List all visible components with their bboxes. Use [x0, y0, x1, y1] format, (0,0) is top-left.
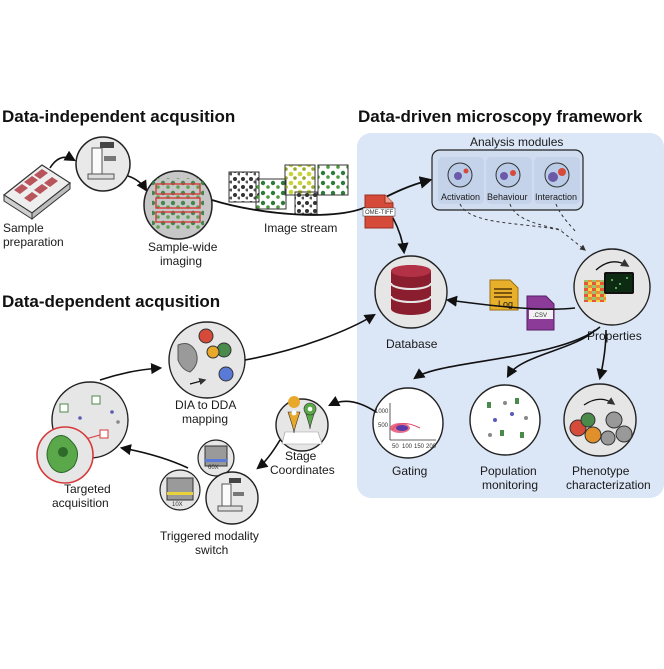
svg-text:.CSV: .CSV — [533, 313, 547, 319]
gating-plot-icon: 1000 500 50 100 150 200 — [372, 387, 444, 459]
arrow-to-phenotype — [596, 329, 608, 381]
arrow-to-population — [506, 329, 596, 378]
arrow-prep-to-scope — [49, 150, 76, 169]
arrow-targeted-to-mapping — [99, 363, 163, 381]
population-label: Population — [480, 464, 537, 478]
svg-text:Interaction: Interaction — [535, 192, 577, 202]
stage-coordinates-icon — [275, 396, 329, 452]
arrow-properties-to-db — [445, 295, 576, 310]
module-interaction: Interaction — [534, 157, 580, 204]
switch-label: Triggered modality — [160, 529, 259, 543]
ome-tiff-file-icon: OME-TIFF — [362, 194, 396, 229]
svg-text:OME-TIFF: OME-TIFF — [365, 210, 394, 216]
image-stream-label: Image stream — [264, 221, 337, 235]
database-icon — [374, 255, 448, 329]
arrow-file-to-db — [392, 217, 409, 255]
dashed-arrow-modules-3 — [555, 203, 577, 233]
dia-dda-mapping-icon — [168, 321, 246, 399]
stage-label: Stage — [285, 449, 317, 463]
dda-section-title: Data-dependent acqusition — [2, 292, 220, 311]
sample-slide-icon — [2, 164, 72, 221]
stage-label-2: Coordinates — [270, 463, 335, 477]
imaging-label-2: imaging — [160, 254, 202, 268]
svg-text:100: 100 — [402, 444, 413, 450]
svg-text:60X: 60X — [208, 465, 219, 471]
mapping-label: DIA to DDA — [175, 398, 236, 412]
dashed-arrow-modules-2 — [509, 203, 563, 231]
svg-text:Log: Log — [498, 299, 513, 309]
targeted-label-2: acquisition — [52, 496, 109, 510]
population-label-2: monitoring — [482, 478, 538, 492]
arrow-gating-to-stage — [327, 395, 377, 413]
properties-label: Properties — [587, 329, 642, 343]
sample-prep-label-2: preparation — [3, 235, 64, 249]
database-label: Database — [386, 337, 438, 351]
dia-section-title: Data-independent acqusition — [2, 107, 235, 126]
svg-text:150: 150 — [414, 444, 425, 450]
image-stream-tiles — [228, 164, 349, 215]
population-monitoring-icon — [469, 384, 541, 456]
arrow-mapping-to-db — [244, 313, 376, 361]
arrow-stream — [211, 176, 433, 216]
phenotype-icon — [563, 383, 637, 457]
arrow-to-gating — [413, 326, 601, 380]
svg-text:1000: 1000 — [375, 409, 389, 415]
objective-10x-icon: 10X — [159, 469, 201, 511]
arrow-scope-to-imaging — [127, 175, 148, 192]
arrow-stage-to-switch — [256, 439, 281, 470]
svg-text:Behaviour: Behaviour — [487, 192, 528, 202]
phenotype-label: Phenotype — [572, 464, 630, 478]
targeted-label: Targeted — [64, 482, 111, 496]
svg-text:50: 50 — [392, 444, 399, 450]
mapping-label-2: mapping — [182, 412, 228, 426]
svg-text:500: 500 — [378, 423, 389, 429]
framework-section-title: Data-driven microscopy framework — [358, 107, 643, 126]
sample-wide-imaging-icon — [143, 170, 213, 240]
csv-file-icon: .CSV — [526, 295, 555, 331]
microscope-icon — [75, 136, 131, 192]
properties-icon — [573, 248, 651, 326]
gating-label: Gating — [392, 464, 427, 478]
module-activation: Activation — [438, 157, 484, 204]
targeted-acquisition-icon — [36, 381, 129, 484]
switch-label-2: switch — [195, 543, 228, 557]
module-behaviour: Behaviour — [486, 157, 532, 204]
imaging-label: Sample-wide — [148, 240, 218, 254]
microscope-2-icon — [205, 471, 259, 525]
analysis-modules-title: Analysis modules — [470, 135, 563, 149]
dashed-arrow-modules — [459, 203, 586, 251]
svg-text:Activation: Activation — [441, 192, 480, 202]
phenotype-label-2: characterization — [566, 478, 651, 492]
svg-text:10X: 10X — [172, 502, 183, 508]
arrow-switch-to-targeted — [119, 444, 189, 469]
svg-text:200: 200 — [426, 444, 437, 450]
objective-60x-icon: 60X — [197, 439, 235, 477]
sample-prep-label: Sample — [3, 221, 44, 235]
